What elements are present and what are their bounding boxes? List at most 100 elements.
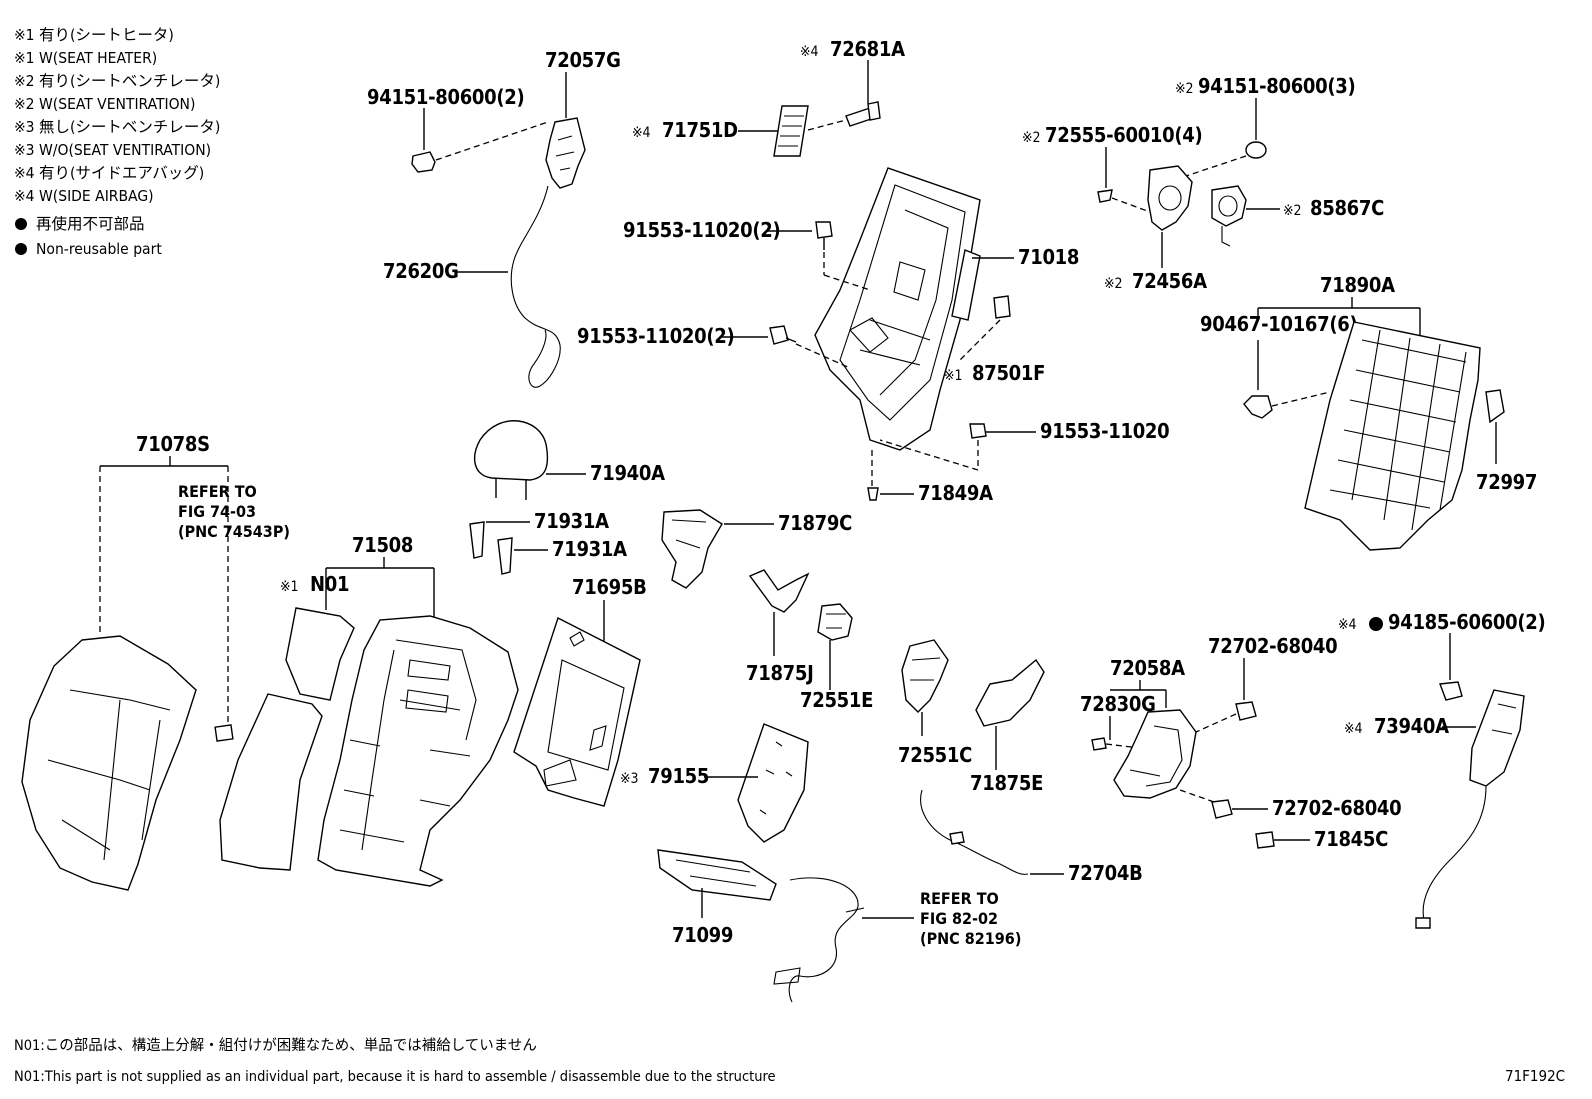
label-85867C: 85867C [1310,196,1384,220]
label-94151-80600-2: 94151-80600(2) [367,85,524,109]
nut-icon [1439,681,1463,701]
label-72456A: 72456A [1132,269,1207,293]
label-71875J: 71875J [746,661,814,685]
refer-to-74-line-3: (PNC 74543P) [178,522,290,541]
label-72997: 72997 [1476,470,1537,494]
mark-2: ※2 [1022,130,1041,146]
part-72057G [545,117,586,189]
bolt-icon [969,423,987,439]
label-72704B: 72704B [1068,861,1143,885]
support-71931A [469,521,485,559]
bracket-71875E [975,658,1045,727]
pad-79155 [737,723,809,843]
label-71940A: 71940A [590,461,665,485]
mark-2: ※2 [1283,203,1302,219]
group-71099: 71099 [657,849,777,947]
airbag-wire [1422,785,1487,921]
support-71931A [497,537,513,575]
non-reusable-dot-icon [1369,617,1383,631]
fan-85867C [1211,185,1247,227]
label-71849A: 71849A [918,481,993,505]
label-71751D: 71751D [662,118,738,142]
label-72555-60010-4: 72555-60010(4) [1045,123,1202,147]
footnote-en: N01:This part is not supplied as an indi… [14,1069,776,1085]
group-72058A: 72058A 72830G 72702-68040 72702-68040 71… [1080,634,1402,851]
label-71931A-2: 71931A [552,537,627,561]
bolt-icon [769,325,789,345]
seat-cover-71078S [21,635,197,891]
label-71508: 71508 [352,533,413,557]
label-71078S: 71078S [136,432,210,456]
label-94151-80600-3: 94151-80600(3) [1198,74,1355,98]
bolt-icon [815,221,833,239]
label-72681A: 72681A [830,37,905,61]
refer-to-82-line-2: FIG 82-02 [920,909,998,928]
legend-line-3: ※2 有り(シートベンチレータ) [14,72,220,90]
mark-1: ※1 [944,368,963,384]
clip-71849A [867,487,879,501]
screw-icon [1091,737,1107,751]
group-71018: 71018 91553-11020(2) 91553-11020(2) ※1 8… [577,167,1170,505]
legend-line-9: 再使用不可部品 [36,215,145,233]
label-90467-10167-6: 90467-10167(6) [1200,312,1357,336]
clip-71845C [1255,831,1275,849]
label-79155: 79155 [648,764,709,788]
label-72702-68040-lower: 72702-68040 [1272,796,1401,820]
legend-line-1: ※1 有り(シートヒータ) [14,26,174,44]
refer-to-82-line-3: (PNC 82196) [920,929,1021,948]
footnotes: N01:この部品は、構造上分解・組付けが困難なため、単品では補給していません N… [14,1037,1565,1085]
legend: ※1 有り(シートヒータ) ※1 W(SEAT HEATER) ※2 有り(シー… [14,26,220,258]
group-72551C: 72551C 71875E [898,639,1045,795]
footnote-jp: N01:この部品は、構造上分解・組付けが困難なため、単品では補給していません [14,1037,537,1054]
label-71099: 71099 [672,923,733,947]
group-71890A: 71890A 90467-10167(6) 72997 [1200,273,1537,551]
label-72551E: 72551E [800,688,873,712]
seatback-pad-71890A [1304,321,1481,551]
airbag-73940A [1469,689,1525,787]
cover-72058A [1113,709,1197,799]
bracket-71879C [661,509,723,589]
mark-2: ※2 [1175,81,1194,97]
label-71931A-1: 71931A [534,509,609,533]
mark-4: ※4 [1344,721,1363,737]
label-71875E: 71875E [970,771,1043,795]
label-91553-11020-2-lower: 91553-11020(2) [577,324,734,348]
nut-icon [411,151,436,173]
bolt-icon [1211,799,1233,819]
group-72704B: 72704B [920,789,1143,885]
label-71890A: 71890A [1320,273,1395,297]
heater-N01-upper [285,607,355,701]
legend-line-2: ※1 W(SEAT HEATER) [14,49,157,67]
mark-4: ※4 [1338,617,1357,633]
group-71695B: 71695B [513,575,647,807]
pad-71695B [513,617,641,807]
group-ventilation: ※2 94151-80600(3) ※2 72555-60010(4) ※2 8… [1022,74,1384,293]
tag-74543P [214,724,234,742]
cable-72704B [920,789,1029,875]
cover-72551C [901,639,949,713]
group-72057G: 72057G 94151-80600(2) 72620G [367,48,621,388]
legend-line-5: ※3 無し(シートベンチレータ) [14,118,220,136]
mark-1: ※1 [280,579,299,595]
group-72681A: ※4 72681A ※4 71751D [632,37,905,157]
nut-icon [1245,141,1267,159]
label-72830G: 72830G [1080,692,1156,716]
label-94185-60600-2: 94185-60600(2) [1388,610,1545,634]
label-72057G: 72057G [545,48,621,72]
cover-72551E [817,603,853,641]
label-71879C: 71879C [778,511,852,535]
label-87501F: 87501F [972,361,1045,385]
mark-4: ※4 [800,44,819,60]
figure-id: 71F192C [1505,1067,1565,1085]
non-reusable-dot-icon [15,218,27,230]
mark-4: ※4 [632,125,651,141]
group-82196: REFER TO FIG 82-02 (PNC 82196) [773,877,1021,1003]
label-72058A: 72058A [1110,656,1185,680]
wire-harness-82196 [788,877,859,1003]
group-71508: 71508 ※1 N01 [219,533,519,887]
legend-line-6: ※3 W/O(SEAT VENTIRATION) [14,141,211,159]
refer-to-74-line-1: REFER TO [178,482,257,501]
clip-90467 [1243,395,1273,419]
bracket-71875J [748,569,810,613]
pad-71751D [773,105,809,157]
